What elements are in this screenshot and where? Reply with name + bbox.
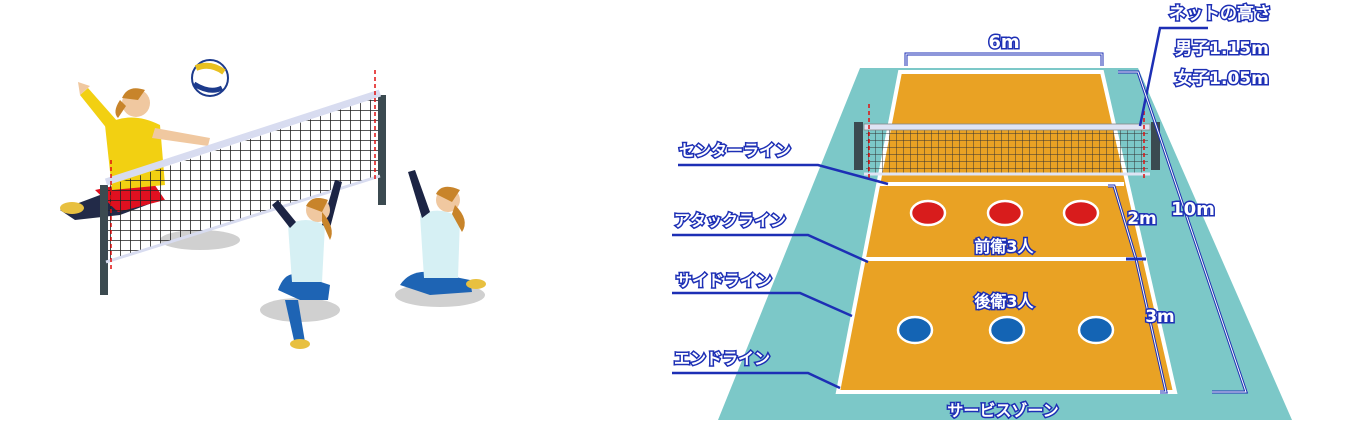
volleyball: [191, 59, 229, 97]
net-height-women: 女子1.05m: [1175, 68, 1269, 89]
end-line-leader: [672, 371, 841, 390]
front-player-marker: [909, 199, 947, 227]
blocking-player: [272, 180, 342, 349]
back-player-marker: [1077, 315, 1115, 345]
players-scene: [60, 59, 486, 349]
court-diagram: [672, 26, 1292, 420]
front-depth-label: 2m: [1127, 209, 1157, 229]
end-line-label: エンドライン: [674, 349, 770, 368]
side-line-leader: [672, 291, 853, 318]
front-player-marker: [1062, 199, 1100, 227]
back-player-marker: [988, 315, 1026, 345]
back-players-label: 後衛3人: [974, 292, 1034, 311]
width-dimension: [904, 52, 1104, 66]
width-dimension-inner: [905, 53, 1103, 66]
width-label: 6m: [988, 32, 1019, 53]
net: [854, 104, 1160, 180]
attack-line-leader: [672, 233, 869, 264]
back-depth-label: 3m: [1145, 307, 1175, 327]
blocking-player: [400, 170, 486, 295]
net-height-men: 男子1.15m: [1175, 39, 1269, 59]
back-player-marker: [896, 315, 934, 345]
net-height-title: ネットの高さ: [1169, 3, 1271, 24]
center-line-label: センターライン: [679, 141, 791, 160]
left-net: [100, 70, 386, 295]
side-line-label: サイドライン: [676, 271, 772, 290]
length-dimension-inner: [1118, 71, 1247, 393]
front-players-label: 前衛3人: [974, 237, 1034, 256]
service-zone-label: サービスゾーン: [947, 401, 1058, 420]
shadow: [260, 298, 340, 322]
attack-line-label: アタックライン: [674, 211, 786, 230]
length-label: 10m: [1171, 199, 1215, 220]
center-line-leader: [678, 163, 889, 186]
front-player-marker: [986, 199, 1024, 227]
